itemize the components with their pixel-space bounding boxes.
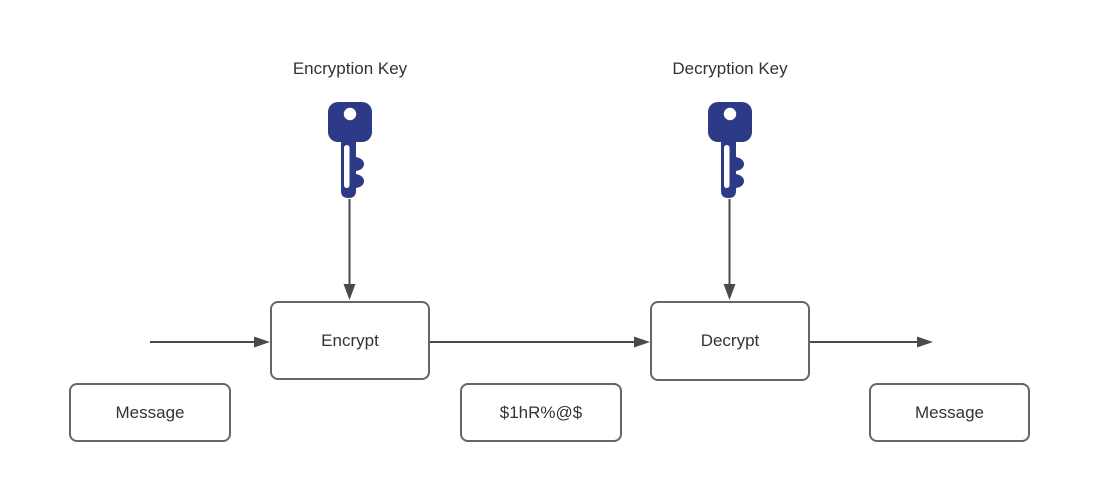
encrypt-box: Encrypt — [270, 301, 430, 380]
encrypt-box-label: Encrypt — [321, 330, 379, 350]
decrypt-box-label: Decrypt — [700, 331, 760, 350]
encryption-key-label: Encryption Key — [292, 59, 408, 78]
decryption-key-arrow — [723, 199, 736, 300]
message-input-box: Message — [69, 383, 231, 442]
decrypt-box: Decrypt — [650, 301, 810, 381]
message-output-box: Message — [869, 383, 1030, 442]
decryption-key-label: Decryption Key — [672, 59, 788, 78]
ciphertext-box: $1hR%@$ — [460, 383, 622, 442]
key-icon — [328, 102, 372, 198]
output-arrow — [810, 336, 933, 348]
encryption-key-arrow — [343, 199, 356, 300]
message-input-label: Message — [115, 402, 185, 422]
message-output-label: Message — [915, 402, 984, 422]
key-icon — [708, 102, 752, 198]
ciphertext-label: $1hR%@$ — [499, 402, 583, 422]
input-arrow — [150, 336, 270, 348]
ciphertext-arrow — [430, 336, 650, 348]
